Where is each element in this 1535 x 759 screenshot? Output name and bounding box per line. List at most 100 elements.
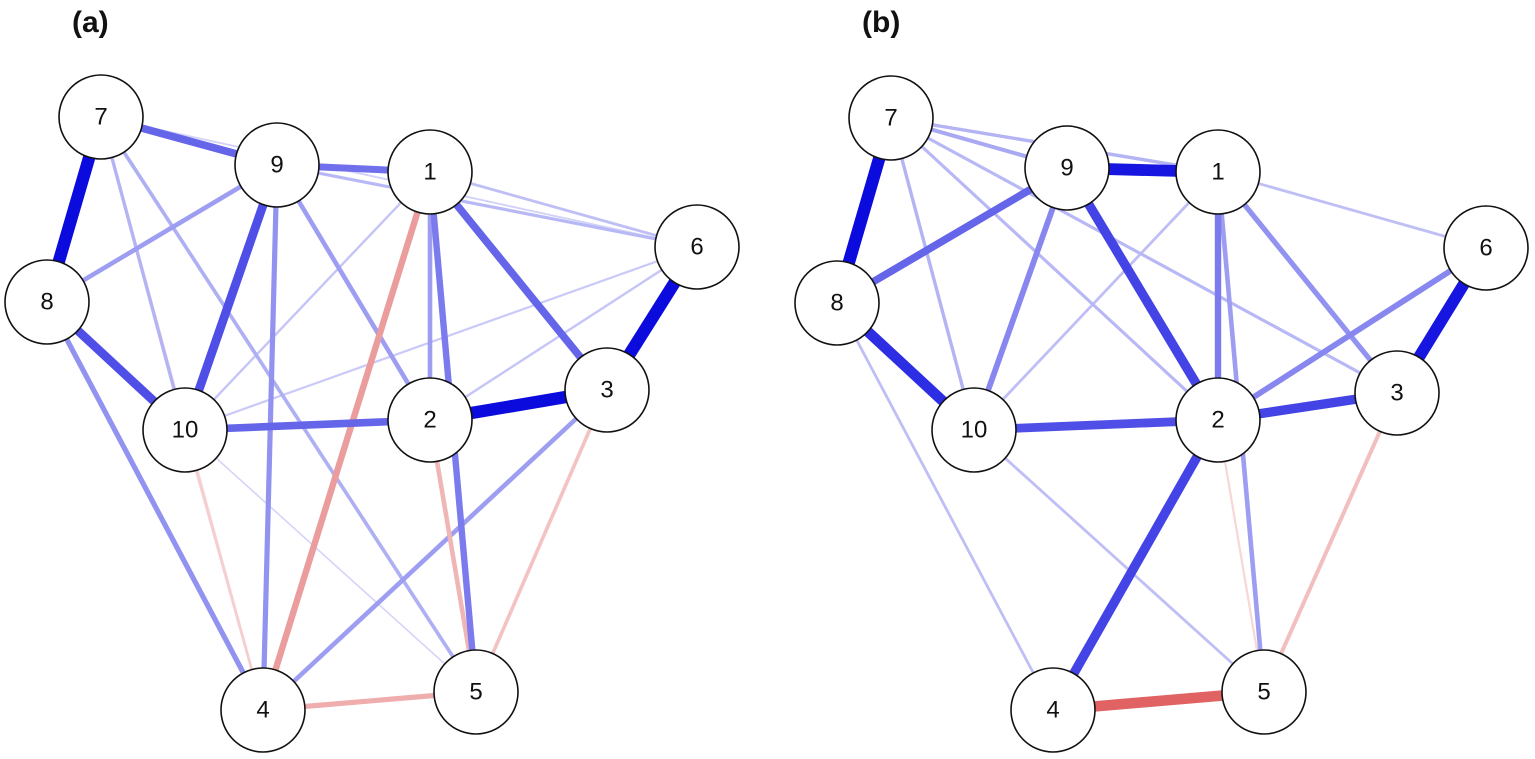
node-circle <box>220 667 306 753</box>
node-label: 10 <box>961 417 988 444</box>
node-3: 3 <box>564 347 650 433</box>
edge-1-3 <box>427 169 610 393</box>
node-circle <box>142 387 228 473</box>
node-circle <box>234 122 320 208</box>
node-label: 5 <box>1257 679 1270 706</box>
node-8: 8 <box>4 259 90 345</box>
node-label: 1 <box>423 159 436 186</box>
node-label: 2 <box>1211 407 1224 434</box>
node-2: 2 <box>387 377 473 463</box>
node-7: 7 <box>58 74 144 160</box>
node-circle <box>1354 350 1440 436</box>
node-6: 6 <box>1443 205 1529 291</box>
edge-9-6 <box>276 163 698 249</box>
edge-9-2 <box>1062 165 1223 423</box>
node-label: 2 <box>423 407 436 434</box>
edge-8-9 <box>835 164 1069 307</box>
edge-10-5 <box>973 428 1265 694</box>
node-label: 3 <box>1390 380 1403 407</box>
network-panel-a: (a) 1 2 3 4 5 6 7 8 9 10 <box>4 6 740 753</box>
node-layer-a: 1 2 3 4 5 6 7 8 9 10 <box>4 74 740 753</box>
edge-8-4 <box>44 300 266 712</box>
edge-2-4 <box>1048 417 1223 713</box>
node-label: 5 <box>469 679 482 706</box>
edge-10-1 <box>184 171 431 431</box>
node-9: 9 <box>1024 125 1110 211</box>
node-circle <box>387 377 473 463</box>
node-circle <box>931 387 1017 473</box>
edge-10-4 <box>183 429 265 711</box>
node-1: 1 <box>387 129 473 215</box>
node-label: 9 <box>270 152 283 179</box>
edge-3-5 <box>474 389 609 693</box>
node-label: 10 <box>172 417 199 444</box>
edge-2-5 <box>1216 419 1266 693</box>
edge-9-10 <box>180 163 282 432</box>
edge-layer-a <box>41 113 703 713</box>
node-circle <box>654 204 740 290</box>
node-10: 10 <box>142 387 228 473</box>
edge-1-4 <box>259 171 434 711</box>
node-label: 6 <box>1479 235 1492 262</box>
node-circle <box>1024 125 1110 211</box>
edge-7-3 <box>890 116 1398 395</box>
edge-2-6 <box>1216 245 1488 423</box>
node-layer-b: 1 2 3 4 5 6 7 8 9 10 <box>794 75 1529 753</box>
node-circle <box>1175 129 1261 215</box>
node-10: 10 <box>931 387 1017 473</box>
node-label: 8 <box>40 289 53 316</box>
node-label: 7 <box>94 104 107 131</box>
node-label: 4 <box>1046 697 1059 724</box>
edge-1-3 <box>1215 170 1400 395</box>
node-1: 1 <box>1175 129 1261 215</box>
edge-7-10 <box>99 116 187 431</box>
node-6: 6 <box>654 204 740 290</box>
edge-9-2 <box>275 163 432 422</box>
node-9: 9 <box>234 122 320 208</box>
node-circle <box>58 74 144 160</box>
node-circle <box>1443 205 1529 291</box>
edge-8-4 <box>835 302 1055 711</box>
node-circle <box>433 649 519 735</box>
edge-7-5 <box>99 116 478 693</box>
node-label: 9 <box>1060 155 1073 182</box>
edge-8-9 <box>45 163 279 304</box>
edge-2-5 <box>427 419 479 693</box>
edge-9-10 <box>971 167 1070 431</box>
node-circle <box>848 75 934 161</box>
node-label: 4 <box>256 697 269 724</box>
node-label: 7 <box>884 105 897 132</box>
network-panel-b: (b) 1 2 3 4 5 6 7 8 9 10 <box>794 6 1529 753</box>
node-2: 2 <box>1175 377 1261 463</box>
node-circle <box>387 129 473 215</box>
edge-7-10 <box>889 117 976 431</box>
node-5: 5 <box>433 649 519 735</box>
node-circle <box>1175 377 1261 463</box>
edge-3-4 <box>261 388 609 712</box>
node-8: 8 <box>794 260 880 346</box>
panel-label-a: (a) <box>72 6 109 39</box>
edge-7-2 <box>889 116 1220 422</box>
node-7: 7 <box>848 75 934 161</box>
node-label: 3 <box>600 377 613 404</box>
node-5: 5 <box>1221 649 1307 735</box>
edge-3-5 <box>1262 392 1399 693</box>
edge-10-1 <box>972 171 1220 431</box>
node-circle <box>1221 649 1307 735</box>
node-label: 8 <box>830 290 843 317</box>
node-circle <box>794 260 880 346</box>
edge-10-5 <box>184 429 477 693</box>
node-4: 4 <box>1010 667 1096 753</box>
panel-label-b: (b) <box>862 6 900 39</box>
node-circle <box>564 347 650 433</box>
node-label: 6 <box>690 234 703 261</box>
node-circle <box>4 259 90 345</box>
node-circle <box>1010 667 1096 753</box>
edge-9-4 <box>260 164 280 711</box>
edge-1-6 <box>1217 170 1487 250</box>
node-3: 3 <box>1354 350 1440 436</box>
node-label: 1 <box>1211 159 1224 186</box>
edge-1-6 <box>429 170 698 249</box>
node-4: 4 <box>220 667 306 753</box>
